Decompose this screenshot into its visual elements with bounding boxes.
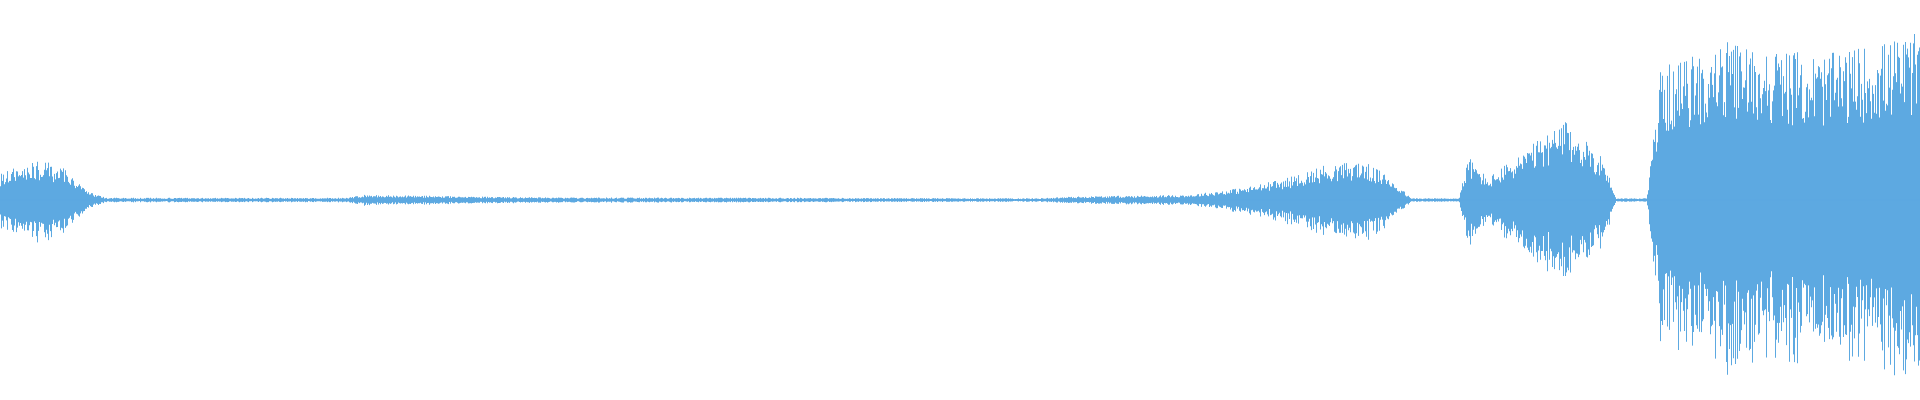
waveform-trace <box>0 34 1920 376</box>
